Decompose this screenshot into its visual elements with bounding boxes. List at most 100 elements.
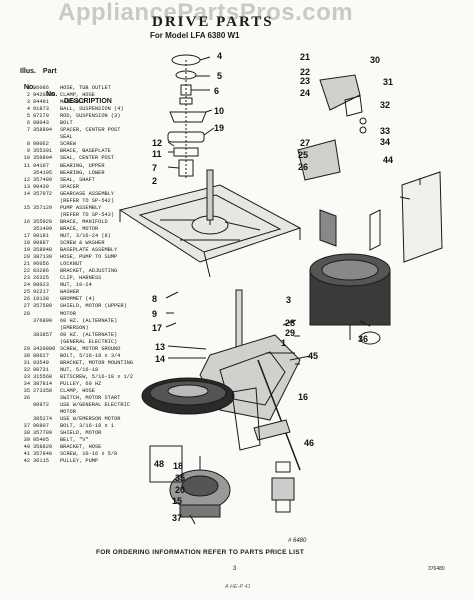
part-description: CLAMP, HOSE bbox=[60, 92, 95, 99]
callout-17: 17 bbox=[152, 323, 162, 333]
parts-row: SEAL bbox=[20, 134, 190, 141]
col-description-label: DESCRIPTION bbox=[64, 98, 112, 105]
part-description: SCREW, MOTOR GROUND bbox=[60, 345, 121, 352]
adjusting-bracket bbox=[319, 74, 361, 111]
part-number: 92217 bbox=[33, 289, 49, 296]
part-illus-no: 29 bbox=[23, 345, 30, 352]
part-illus-no: 31 bbox=[23, 359, 30, 366]
callout-23: 23 bbox=[300, 76, 310, 86]
part-number: 355301 bbox=[33, 148, 53, 155]
col-illus-label: Illus. bbox=[20, 68, 36, 75]
part-description: BALL, SUSPENSION (4) bbox=[60, 106, 124, 113]
callout-15: 15 bbox=[172, 496, 182, 506]
part-description: SEAL, CENTER POST bbox=[60, 155, 115, 162]
part-illus-no: 12 bbox=[23, 176, 30, 183]
watermark: AppliancePartsPros.com bbox=[58, 0, 354, 26]
part-description: WASHER bbox=[60, 289, 80, 296]
part-illus-no: 5 bbox=[26, 113, 30, 120]
part-description: BEARING, LOWER bbox=[60, 169, 105, 176]
part-illus-no: 3 bbox=[26, 99, 30, 106]
part-description: SWITCH, MOTOR START bbox=[60, 395, 121, 402]
callout-27: 27 bbox=[300, 138, 310, 148]
part-illus-no: 42 bbox=[23, 458, 30, 465]
shield-panel bbox=[401, 171, 443, 263]
part-illus-no: 21 bbox=[23, 261, 30, 268]
part-description: (REFER TO SP-543) bbox=[60, 211, 115, 218]
table-header-row2: No. No. DESCRIPTION bbox=[20, 77, 112, 105]
print-stamp: A HE-P 41 bbox=[225, 584, 251, 590]
part-description: SEAL bbox=[60, 134, 73, 141]
part-number: 376899 bbox=[33, 317, 53, 324]
callout-labels: 4 5 6 10 19 12 11 7 2 8 9 17 13 14 3 28 … bbox=[152, 51, 393, 523]
part-description: HOSE, TUB OUTLET bbox=[60, 85, 111, 91]
part-description: BOLT bbox=[60, 120, 73, 127]
part-illus-no: 11 bbox=[23, 162, 30, 169]
part-number: 387814 bbox=[33, 380, 53, 387]
part-description: BASEPLATE ASSEMBLY bbox=[60, 247, 118, 254]
part-illus-no: 15 bbox=[23, 204, 30, 211]
part-description: SCREW, 10-16 x 5/8 bbox=[60, 451, 118, 458]
part-illus-no: 10 bbox=[23, 155, 30, 162]
callout-34: 34 bbox=[380, 137, 390, 147]
part-illus-no: 34 bbox=[23, 380, 30, 387]
callout-11: 11 bbox=[152, 149, 162, 159]
part-number: 357972 bbox=[33, 190, 53, 197]
part-number: 90887 bbox=[33, 240, 49, 247]
part-illus-no: 38 bbox=[23, 430, 30, 437]
part-illus-no: 7 bbox=[26, 127, 30, 134]
page-title: DRIVE PARTS bbox=[152, 14, 274, 30]
part-number: 273358 bbox=[33, 388, 53, 395]
part-description: BOLT, 3/16-18 x 1 bbox=[60, 423, 115, 430]
part-number: 351499 bbox=[33, 225, 53, 232]
part-illus-no: 19 bbox=[23, 247, 30, 254]
part-illus-no: 13 bbox=[23, 183, 30, 190]
callout-28: 28 bbox=[285, 318, 295, 328]
part-description: MANIFOLD bbox=[60, 99, 86, 106]
part-number: 354195 bbox=[33, 169, 53, 176]
pump-housing bbox=[271, 477, 295, 501]
part-description: CLAMP, HOSE bbox=[60, 388, 95, 395]
part-number: 87270 bbox=[33, 113, 49, 120]
part-description: SPACER, CENTER POST bbox=[60, 127, 121, 134]
part-description: LOCKNUT bbox=[60, 261, 83, 268]
part-number: 83286 bbox=[33, 268, 49, 275]
part-number: 357589 bbox=[33, 303, 53, 310]
callout-22: 22 bbox=[300, 67, 310, 77]
part-description: SEAL, SHAFT bbox=[60, 176, 95, 183]
callout-24: 24 bbox=[300, 88, 310, 98]
part-description: USE W/EMERSON MOTOR bbox=[60, 416, 121, 423]
part-description: CLIP, HARNESS bbox=[60, 275, 102, 282]
part-description: BRACE, MANIFOLD bbox=[60, 218, 108, 225]
part-number: 88627 bbox=[33, 352, 49, 359]
part-number: 357129 bbox=[33, 204, 53, 211]
part-description: NUT, 5/16-18 bbox=[60, 366, 99, 373]
part-number: 3420800 bbox=[33, 345, 56, 352]
part-number: 358804 bbox=[33, 127, 53, 134]
part-number: 357489 bbox=[33, 176, 53, 183]
part-number: 98043 bbox=[33, 120, 49, 127]
part-description: BRACE, BASEPLATE bbox=[60, 148, 111, 155]
parts-row: (REFER TO SP-542) bbox=[20, 198, 190, 205]
part-number: 96086 bbox=[33, 85, 49, 91]
